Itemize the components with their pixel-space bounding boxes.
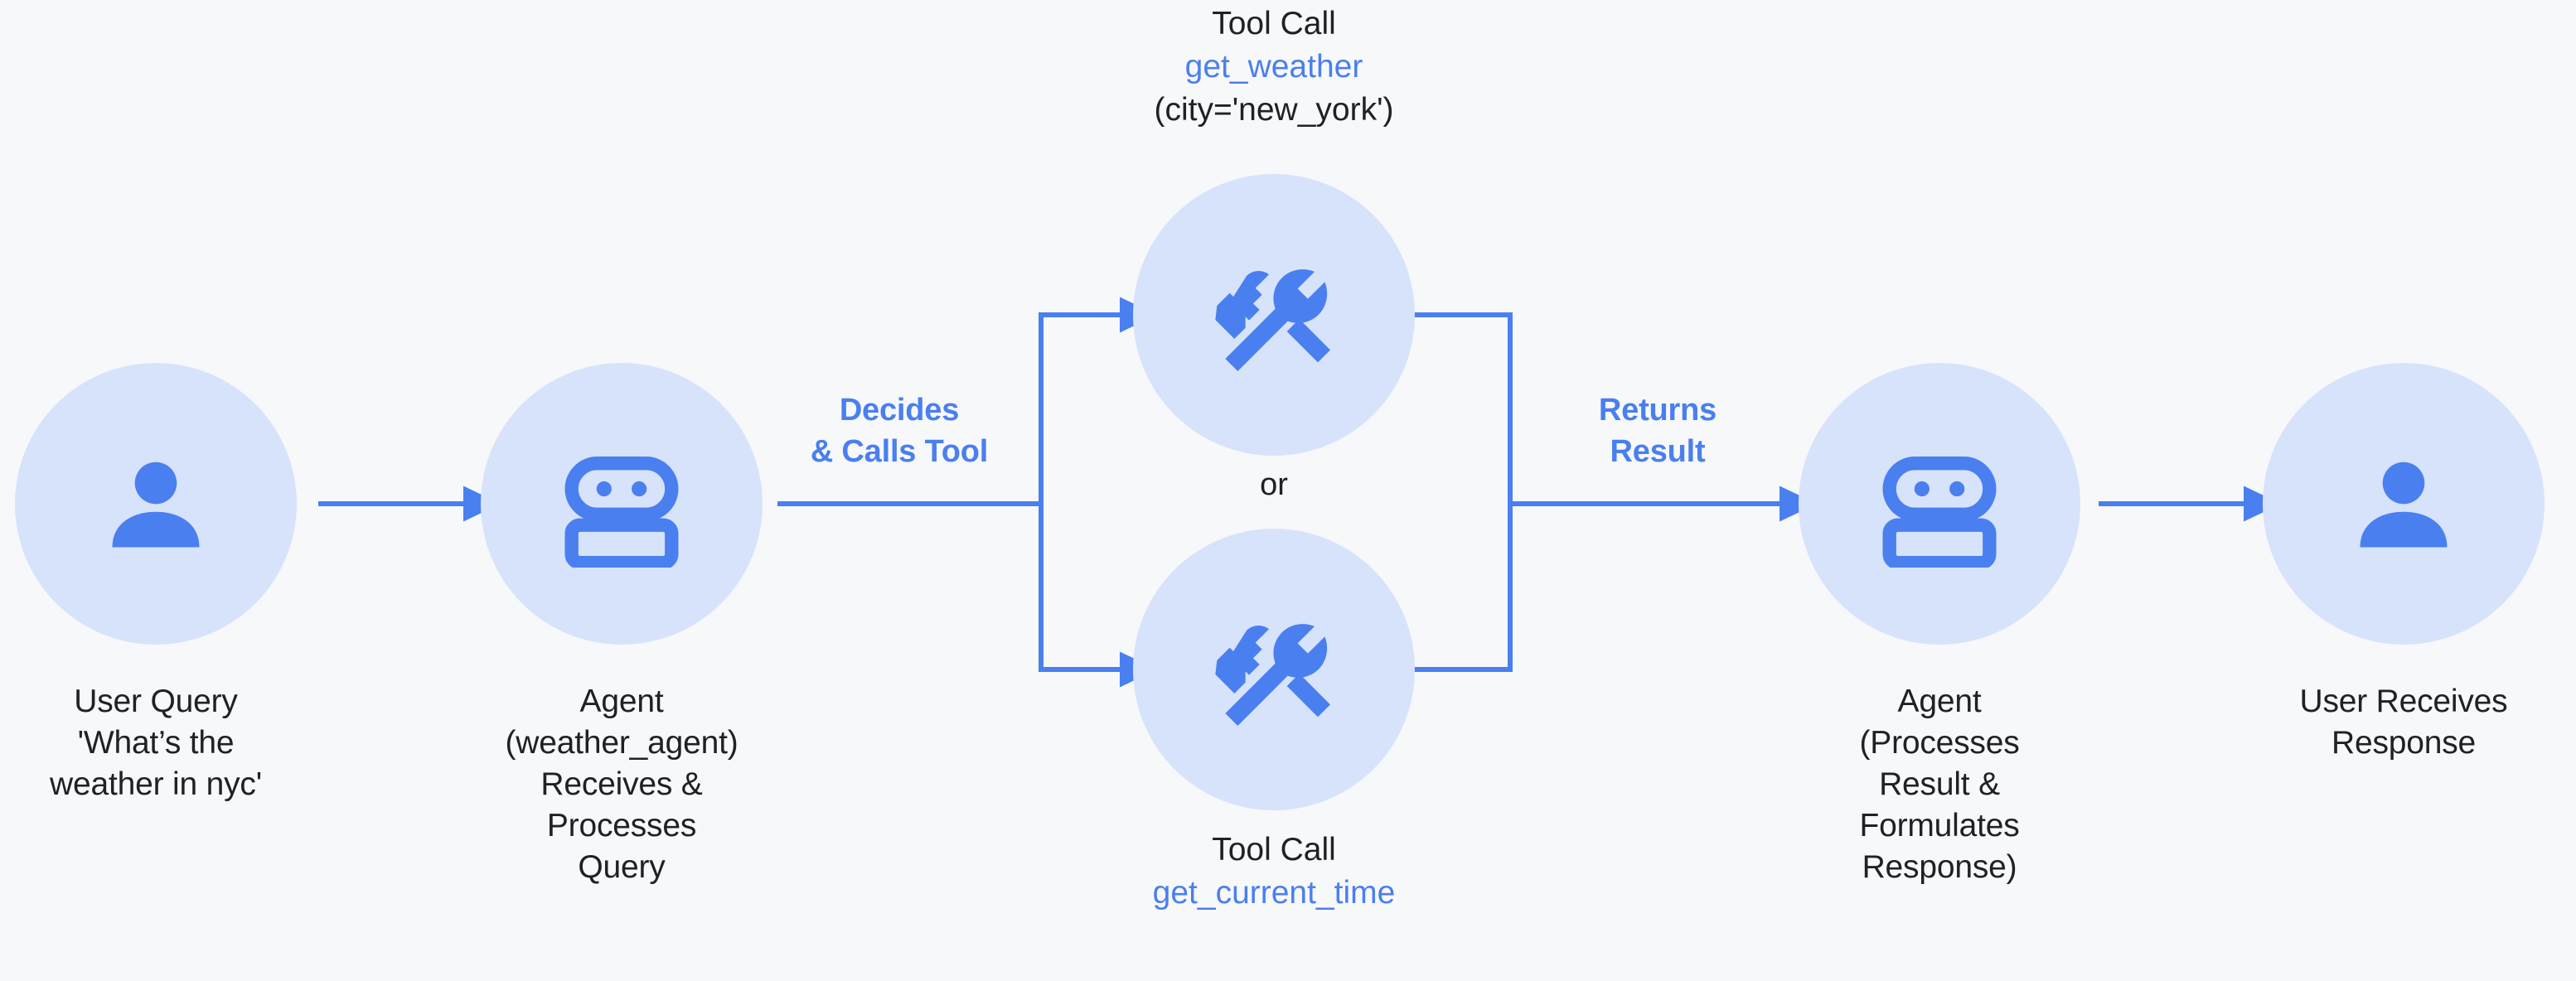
hammer-wrench-icon bbox=[1208, 603, 1340, 736]
node-agent-out-circle[interactable] bbox=[1799, 363, 2080, 645]
tool-bottom-label: Tool Call get_current_time bbox=[1067, 829, 1481, 915]
tool-top-label: Tool Call get_weather (city='new_york') bbox=[1067, 2, 1481, 132]
node-user-response-caption: User Receives Response bbox=[2299, 684, 2508, 761]
edge-label-returns-result: Returns Result bbox=[1598, 393, 1717, 469]
node-user-response-circle[interactable] bbox=[2263, 363, 2545, 645]
node-user-query-caption: User Query 'What’s the weather in nyc' bbox=[50, 684, 262, 802]
tool-top-title: Tool Call bbox=[1212, 6, 1336, 41]
robot-icon bbox=[1876, 440, 2003, 568]
edge-label-decides-calls-tool: Decides & Calls Tool bbox=[810, 393, 989, 469]
tool-top-function: get_weather bbox=[1184, 49, 1363, 85]
robot-icon bbox=[558, 440, 685, 568]
node-tool-top-circle[interactable] bbox=[1133, 174, 1415, 456]
tool-bottom-title: Tool Call bbox=[1212, 832, 1336, 867]
branch-or-label: or bbox=[1260, 467, 1288, 502]
tool-top-args: (city='new_york') bbox=[1154, 92, 1394, 128]
tool-bottom-function: get_current_time bbox=[1152, 875, 1396, 911]
node-user-query-circle[interactable] bbox=[15, 363, 297, 645]
node-agent-in-caption: Agent (weather_agent) Receives & Process… bbox=[505, 684, 738, 885]
node-tool-bottom-circle[interactable] bbox=[1133, 529, 1415, 810]
user-icon bbox=[2341, 442, 2466, 566]
node-agent-in-circle[interactable] bbox=[481, 363, 763, 645]
user-icon bbox=[94, 442, 218, 566]
hammer-wrench-icon bbox=[1208, 249, 1340, 381]
node-agent-out-caption: Agent (Processes Result & Formulates Res… bbox=[1859, 684, 2020, 885]
